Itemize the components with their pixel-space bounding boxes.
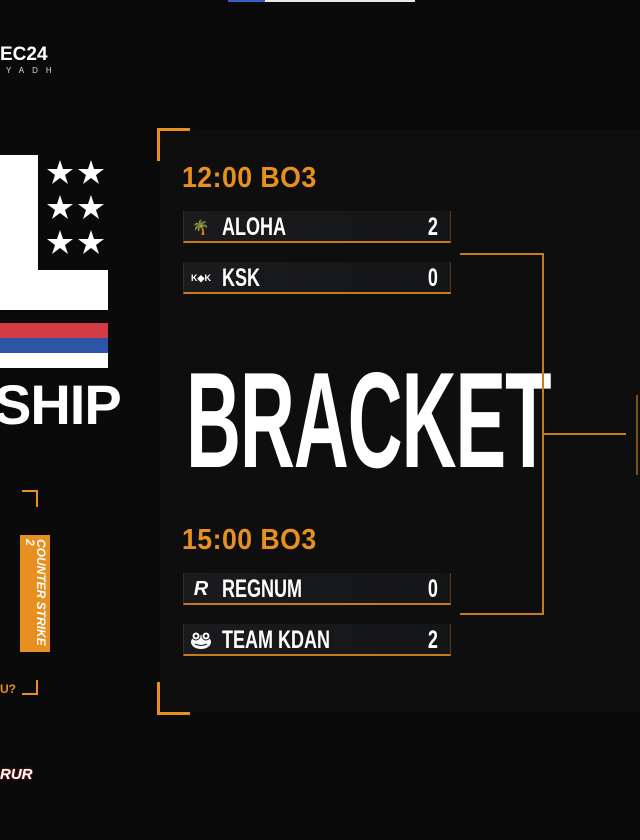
page-title: BRACKET	[186, 344, 552, 496]
connector-line	[460, 253, 544, 255]
stripe-white	[0, 353, 108, 368]
team-row-team-kdan[interactable]: TEAM KDAN 2	[183, 624, 451, 656]
palm-tree-icon: 🌴	[192, 218, 210, 235]
stripe-blue	[0, 338, 108, 353]
stripe-red	[0, 323, 108, 338]
match-1-header: 12:00 BO3	[182, 162, 317, 194]
game-badge: COUNTER STRIKE 2	[20, 535, 50, 652]
corner-bracket	[157, 128, 190, 161]
connector-line	[542, 433, 626, 435]
team-row-aloha[interactable]: 🌴 ALOHA 2	[183, 211, 451, 243]
top-bar-blue	[228, 0, 265, 2]
event-logo: EC24	[0, 44, 48, 65]
league-word: SHIP	[0, 373, 122, 436]
top-bar-white	[265, 0, 415, 2]
corner-bracket	[22, 680, 38, 695]
team-row-ksk[interactable]: K◆K KSK 0	[183, 262, 451, 294]
side-text: U?	[0, 682, 16, 696]
corner-bracket	[22, 490, 38, 507]
sponsor-logo: RUR	[0, 766, 33, 783]
connector-line	[636, 395, 638, 475]
match-2-header: 15:00 BO3	[182, 524, 317, 556]
corner-bracket	[157, 682, 190, 715]
frog-face-icon	[190, 629, 212, 651]
ksk-logo-icon: K◆K	[191, 272, 211, 283]
regnum-r-icon: R	[193, 577, 209, 600]
connector-line	[460, 613, 544, 615]
team-row-regnum[interactable]: R REGNUM 0	[183, 573, 451, 605]
league-logo	[0, 155, 108, 310]
stars-icon	[47, 160, 104, 254]
event-logo-sub: YADH	[6, 66, 60, 75]
